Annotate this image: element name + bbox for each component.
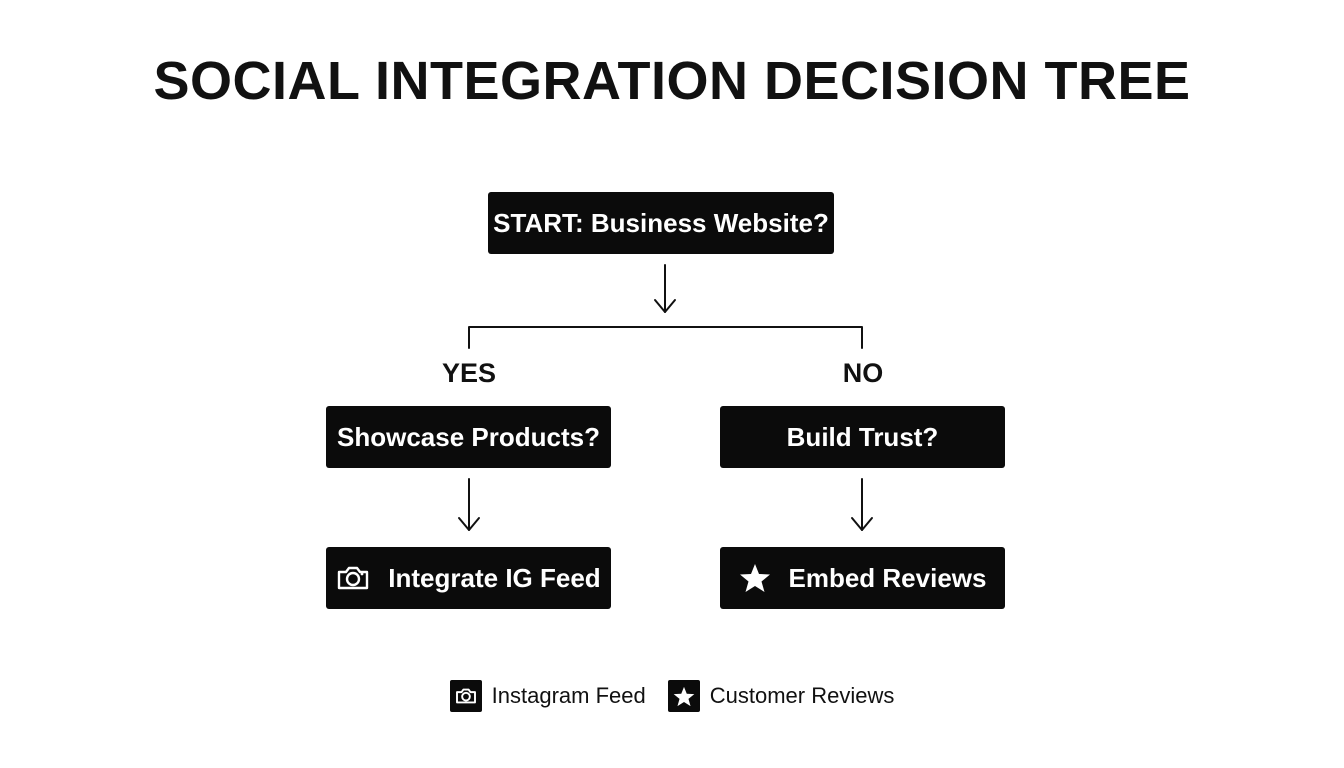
legend: Instagram Feed Customer Reviews [0, 680, 1344, 712]
legend-item-reviews: Customer Reviews [667, 680, 895, 712]
no-question-label: Build Trust? [786, 421, 939, 452]
legend-item-instagram: Instagram Feed [449, 680, 646, 712]
start-node-label: START: Business Website? [493, 207, 829, 238]
start-node: START: Business Website? [488, 192, 834, 254]
branch-label-yes: YES [441, 358, 497, 388]
camera-icon [336, 564, 370, 592]
no-action-label: Embed Reviews [788, 562, 987, 593]
no-arrow-head [851, 517, 873, 531]
yes-action-label: Integrate IG Feed [388, 562, 601, 593]
camera-icon [449, 680, 482, 712]
yes-arrow-head [458, 517, 480, 531]
start-arrow-head [654, 299, 676, 313]
no-question-node: Build Trust? [720, 406, 1005, 468]
branch-label-no: NO [842, 358, 884, 388]
star-icon [739, 563, 771, 593]
yes-action-node: Integrate IG Feed [326, 547, 611, 609]
star-icon [667, 680, 700, 712]
diagram-title: SOCIAL INTEGRATION DECISION TREE [153, 51, 1191, 111]
yes-question-node: Showcase Products? [326, 406, 611, 468]
no-action-node: Embed Reviews [720, 547, 1005, 609]
legend-label-reviews: Customer Reviews [709, 683, 895, 708]
legend-label-instagram: Instagram Feed [491, 683, 646, 708]
branch-split-line [468, 326, 863, 349]
yes-question-label: Showcase Products? [337, 421, 600, 452]
